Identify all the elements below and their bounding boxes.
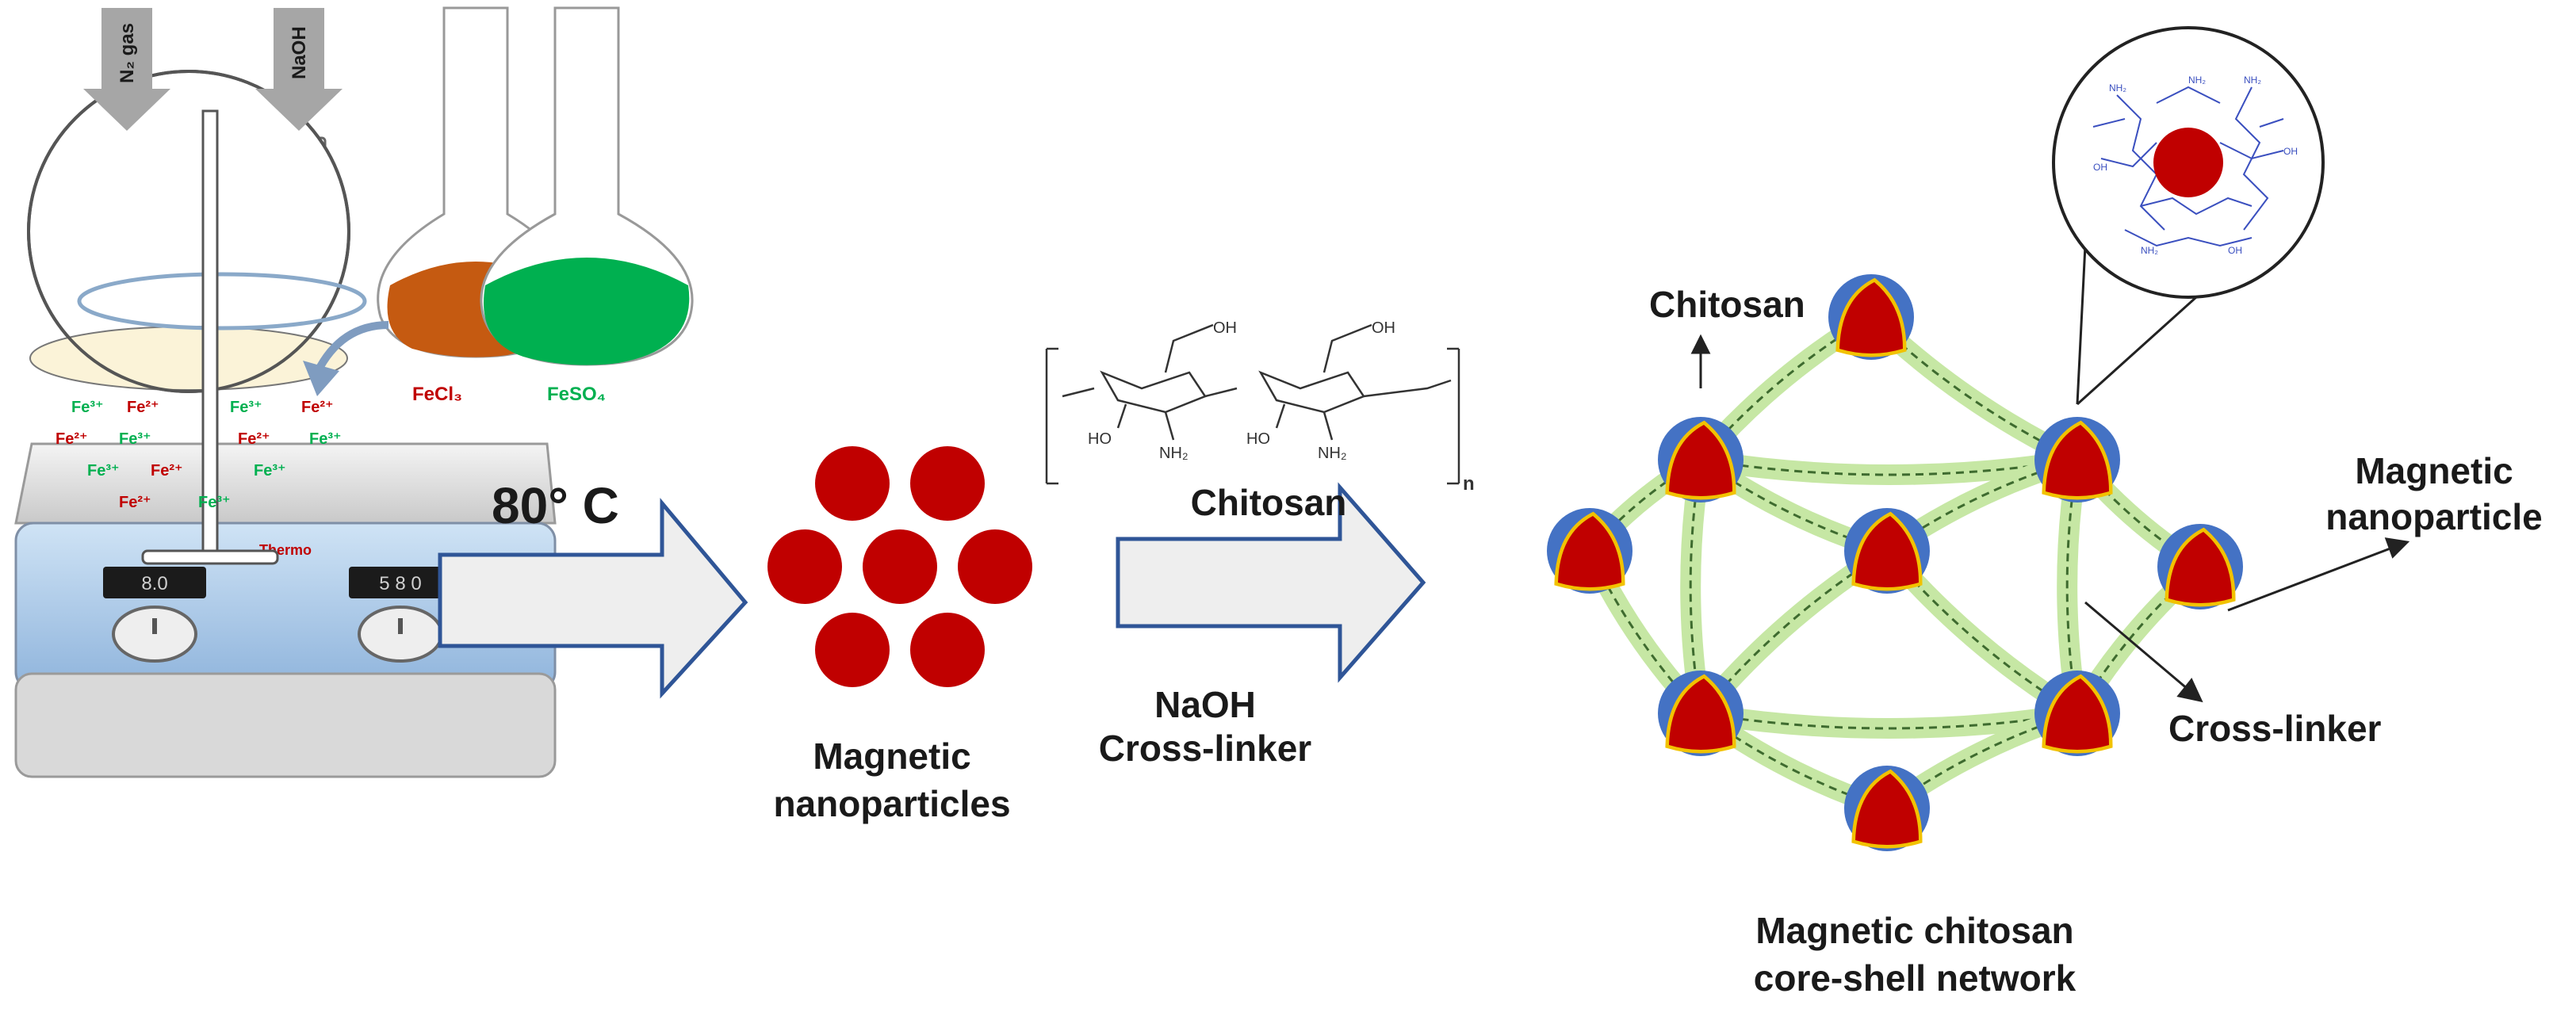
core-shell-particle xyxy=(2034,671,2120,756)
nanoparticle xyxy=(910,613,985,687)
svg-text:NH₂: NH₂ xyxy=(2188,75,2206,86)
magnetic-core xyxy=(1855,774,1919,845)
amine-label: NH₂ xyxy=(1159,445,1188,462)
fe3-ion: Fe³⁺ xyxy=(119,430,151,448)
label-pointers xyxy=(1690,334,2410,703)
nanoparticle-cluster xyxy=(767,446,1032,687)
crosslinker-reagent-label: Cross-linker xyxy=(1099,728,1312,769)
core-shell-particle xyxy=(2034,417,2120,502)
core-shell-particle xyxy=(2157,524,2243,609)
fe3-ion: Fe³⁺ xyxy=(254,462,286,480)
magnetic-core xyxy=(1669,425,1732,496)
crosslinker-label: Cross-linker xyxy=(2168,708,2382,749)
iron-ions: Fe³⁺ Fe²⁺ Fe³⁺ Fe²⁺ Fe²⁺ Fe³⁺ Fe²⁺ Fe³⁺ … xyxy=(56,399,342,511)
temperature-label: 80° C xyxy=(492,477,619,534)
hydroxyl-label: HO xyxy=(1246,430,1270,448)
chitosan-structure-atoms: OH OH HO HO NH₂ NH₂ n xyxy=(1088,319,1475,495)
speed-display-value: 5 8 0 xyxy=(379,573,421,594)
amine-label: NH₂ xyxy=(1318,445,1347,462)
fecl3-label: FeCl₃ xyxy=(412,384,462,405)
svg-text:OH: OH xyxy=(2228,245,2242,256)
gas-inlet-arrow: N₂ gas xyxy=(83,8,170,131)
speed-display xyxy=(349,567,452,598)
reaction-apparatus: Thermo 8.0 5 8 0 xyxy=(14,6,694,778)
nanoparticle xyxy=(815,446,890,521)
fe2-ion: Fe²⁺ xyxy=(56,430,88,448)
magnetic-core xyxy=(2168,532,2232,603)
fe3-ion: Fe³⁺ xyxy=(309,430,342,448)
magnetic-core xyxy=(1669,678,1732,750)
fe3-ion: Fe³⁺ xyxy=(198,494,231,511)
nanoparticle xyxy=(958,529,1032,604)
crosslink-bond xyxy=(1588,550,1702,715)
fe2-ion: Fe²⁺ xyxy=(127,399,159,416)
repeat-unit-n: n xyxy=(1463,473,1475,495)
naoh-inlet-arrow: NaOH xyxy=(255,8,343,131)
nanoparticle-label-line1: Magnetic xyxy=(2355,450,2513,491)
zoom-inset: NH₂ NH₂ OH OH NH₂ OH NH₂ xyxy=(2052,26,2325,406)
magnetic-core xyxy=(1839,282,1903,353)
magnetic-core xyxy=(2046,425,2109,496)
inset-magnetic-core xyxy=(2153,128,2223,197)
nanoparticle-label-line2: nanoparticle xyxy=(2325,496,2543,537)
naoh-inlet-label: NaOH xyxy=(289,26,310,79)
hydroxyl-label: HO xyxy=(1088,430,1112,448)
hydroxyl-label: OH xyxy=(1213,319,1237,337)
svg-text:NH₂: NH₂ xyxy=(2244,75,2261,86)
crosslink-bond xyxy=(1700,712,2078,730)
naoh-reagent-label: NaOH xyxy=(1154,684,1256,725)
core-shell-particle xyxy=(1828,274,1914,360)
magnetic-core xyxy=(1855,516,1919,587)
svg-text:NH₂: NH₂ xyxy=(2109,82,2126,94)
chitosan-shell-label: Chitosan xyxy=(1649,284,1805,325)
core-shell-particle xyxy=(1658,671,1743,756)
network-caption-line1: Magnetic chitosan xyxy=(1755,910,2073,951)
n2-gas-label: N₂ gas xyxy=(117,23,138,83)
nanoparticles-label-line1: Magnetic xyxy=(813,736,970,777)
chitosan-structure xyxy=(1045,323,1460,485)
svg-text:OH: OH xyxy=(2283,146,2298,157)
feso4-flask xyxy=(480,6,694,366)
fe3-ion: Fe³⁺ xyxy=(71,399,104,416)
polymer-web xyxy=(2092,86,2284,247)
fe2-ion: Fe²⁺ xyxy=(301,399,334,416)
chitosan-reagent-label: Chitosan xyxy=(1191,482,1347,523)
nanoparticle xyxy=(815,613,890,687)
nanoparticle xyxy=(863,529,937,604)
core-shell-particle xyxy=(1658,417,1743,502)
step2-arrow: Chitosan NaOH Cross-linker xyxy=(1099,482,1426,769)
fe2-ion: Fe²⁺ xyxy=(119,494,151,511)
polymer-web-labels: NH₂ NH₂ OH OH NH₂ OH NH₂ xyxy=(2093,75,2298,256)
step1-arrow: 80° C xyxy=(438,477,748,699)
fe2-ion: Fe²⁺ xyxy=(238,430,270,448)
temperature-display-value: 8.0 xyxy=(141,573,167,594)
nanoparticle xyxy=(767,529,842,604)
round-bottom-flask xyxy=(27,70,367,393)
svg-text:NH₂: NH₂ xyxy=(2141,245,2158,256)
fe3-ion: Fe³⁺ xyxy=(230,399,262,416)
hydroxyl-label: OH xyxy=(1372,319,1395,337)
svg-text:OH: OH xyxy=(2093,162,2107,173)
core-shell-particle xyxy=(1844,766,1930,851)
temperature-display xyxy=(103,567,206,598)
network-caption-line2: core-shell network xyxy=(1754,957,2076,999)
core-shell-particle xyxy=(1844,508,1930,594)
feso4-label: FeSO₄ xyxy=(547,384,606,405)
stirring-rod xyxy=(141,109,279,565)
fe3-ion: Fe³⁺ xyxy=(87,462,120,480)
magnetic-core xyxy=(2046,678,2109,750)
core-shell-particles xyxy=(1547,274,2243,851)
fe2-ion: Fe²⁺ xyxy=(151,462,183,480)
core-shell-particle xyxy=(1547,508,1632,594)
transfer-arrow xyxy=(303,321,389,396)
nanoparticles-label-line2: nanoparticles xyxy=(773,783,1010,824)
nanoparticle xyxy=(910,446,985,521)
core-shell-network: NH₂ NH₂ OH OH NH₂ OH NH₂ Chitosan Magnet… xyxy=(1547,26,2543,999)
magnetic-core xyxy=(1558,516,1621,587)
